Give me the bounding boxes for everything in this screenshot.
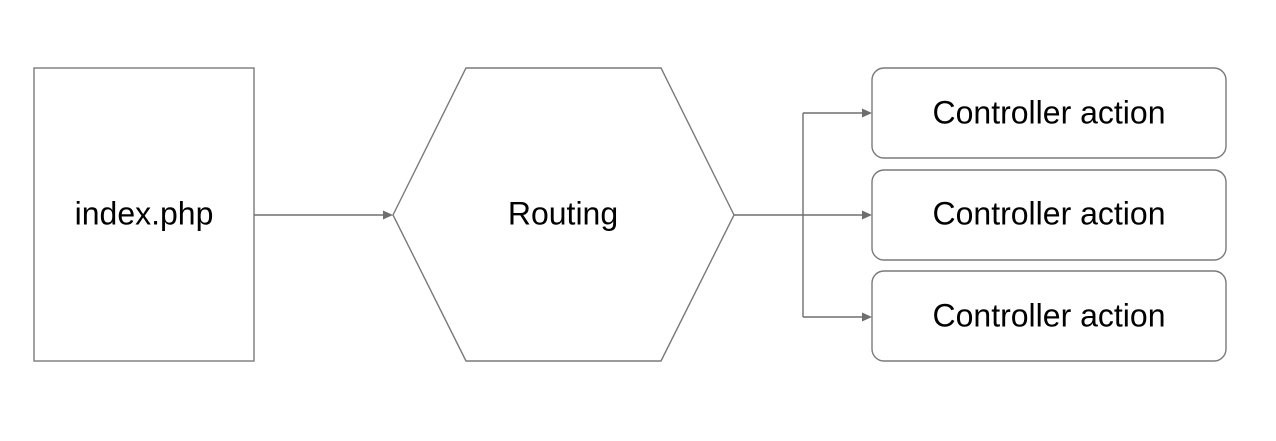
controller-action-box-2 [871, 169, 1227, 261]
routing-node: Routing [392, 67, 735, 362]
edge-routing-to-action-3-arrowhead [862, 312, 872, 322]
routing-label: Routing [508, 195, 618, 231]
controller-action-node-1: Controller action [871, 67, 1227, 159]
edge-index-to-routing [254, 210, 393, 220]
edge-routing-to-actions [734, 108, 872, 322]
index-php-node: index.php [33, 67, 255, 362]
index-php-box [33, 67, 255, 362]
controller-action-label-2: Controller action [933, 195, 1166, 231]
controller-action-box-3 [871, 270, 1227, 362]
edge-index-to-routing-arrowhead [383, 210, 393, 220]
controller-action-node-2: Controller action [871, 169, 1227, 261]
controller-action-node-3: Controller action [871, 270, 1227, 362]
edge-routing-to-action-2-arrowhead [862, 210, 872, 220]
edge-routing-to-action-1-arrowhead [862, 108, 872, 118]
controller-action-label-1: Controller action [933, 94, 1166, 130]
index-php-label: index.php [75, 195, 214, 231]
controller-action-label-3: Controller action [933, 297, 1166, 333]
controller-action-box-1 [871, 67, 1227, 159]
